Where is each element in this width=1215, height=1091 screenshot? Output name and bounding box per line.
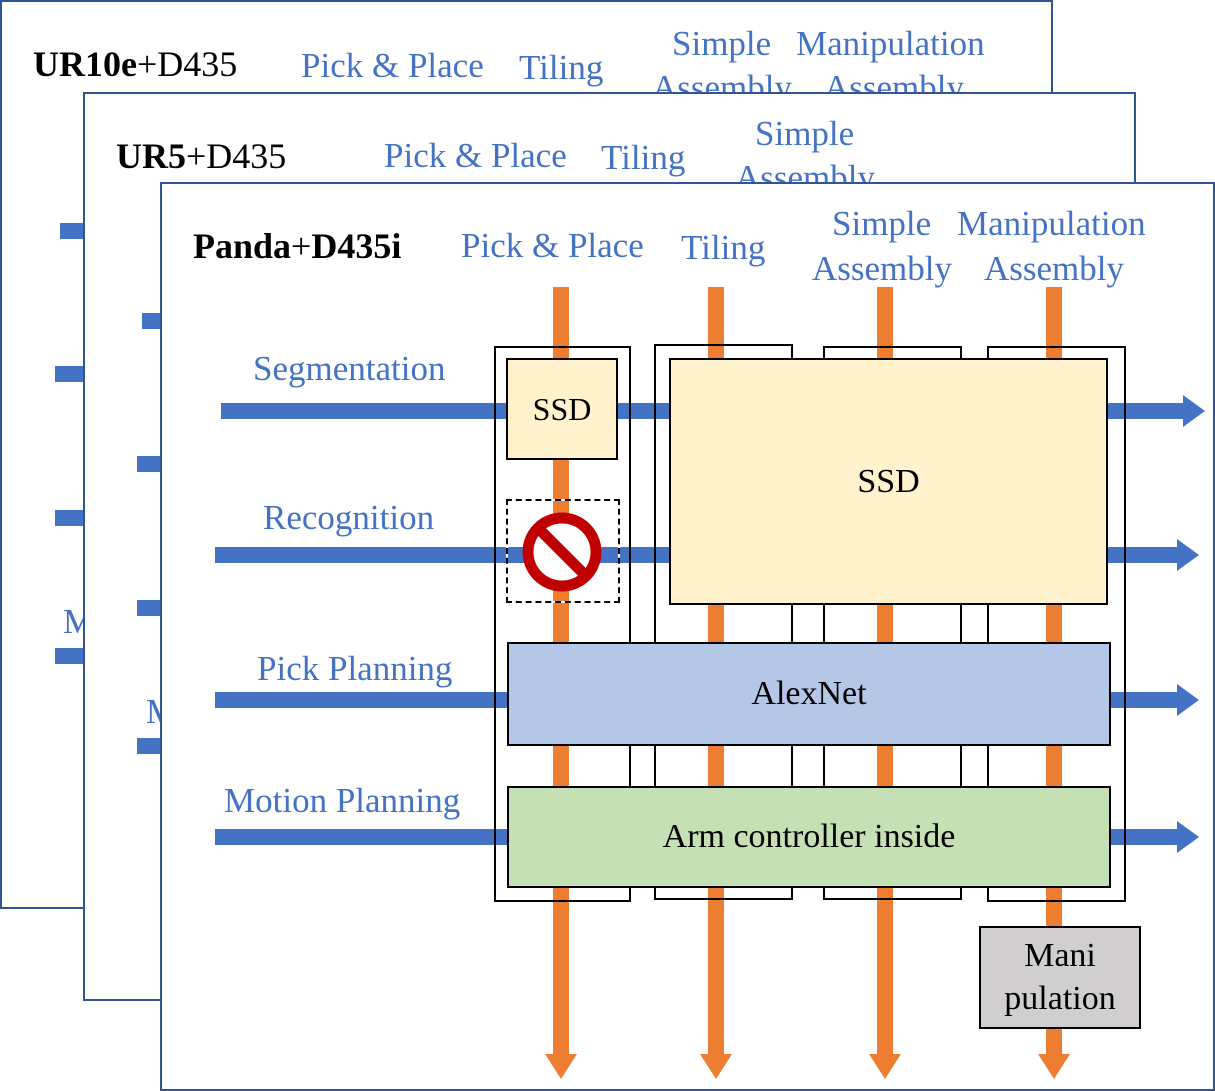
- module-alexnet: AlexNet: [507, 642, 1111, 746]
- task-pick-place: Pick & Place: [301, 46, 484, 85]
- title-plus: +: [291, 226, 312, 266]
- module-manipulation-label-line2: pulation: [1004, 979, 1116, 1017]
- arrowhead-recognition: [1177, 539, 1199, 571]
- task-simple-assembly-line2: Assembly: [812, 249, 952, 288]
- prohibit-icon: [522, 512, 602, 592]
- task-simple-assembly-line1: Simple: [832, 204, 932, 243]
- task-pick-place: Pick & Place: [461, 226, 644, 265]
- column-outline-simple-assembly: [823, 346, 962, 900]
- arrowhead-manipulation-assembly: [1038, 1054, 1070, 1079]
- layer-title-panda: Panda+D435i: [193, 228, 401, 264]
- task-simple-assembly-line1: Simple: [755, 114, 855, 153]
- column-outline-tiling: [654, 344, 793, 900]
- arrowhead-pick-planning: [1177, 684, 1199, 716]
- task-manipulation-assembly-line1: Manipulation: [957, 204, 1146, 243]
- layer-panda: Panda+D435i Pick & Place Tiling Simple A…: [160, 182, 1215, 1091]
- arrowhead-simple-assembly: [869, 1054, 901, 1079]
- module-alexnet-label: AlexNet: [751, 675, 867, 712]
- column-outline-manipulation-assembly: [987, 346, 1126, 902]
- module-ssd-small-label: SSD: [532, 390, 592, 427]
- layer-title-ur10e: UR10e+D435: [33, 46, 237, 82]
- task-simple-assembly-line1: Simple: [672, 24, 772, 63]
- camera-name: +D435: [136, 44, 238, 84]
- column-outline-pick-place: [494, 346, 631, 902]
- module-arm-controller-label: Arm controller inside: [662, 818, 956, 855]
- task-manipulation-assembly-line2: Assembly: [984, 249, 1124, 288]
- task-tiling: Tiling: [681, 228, 766, 267]
- arrowhead-motion-planning: [1177, 821, 1199, 853]
- camera-name: D435i: [311, 226, 402, 266]
- stage-label-recognition: Recognition: [263, 498, 435, 537]
- task-tiling: Tiling: [519, 48, 604, 87]
- task-manipulation-assembly-line1: Manipulation: [796, 24, 985, 63]
- module-manipulation-label-line1: Mani: [1024, 937, 1096, 974]
- module-arm-controller: Arm controller inside: [507, 786, 1111, 888]
- camera-name: +D435: [186, 136, 287, 176]
- arrowhead-pick-place: [545, 1054, 577, 1079]
- robot-name: UR10e: [33, 44, 137, 84]
- stage-label-motion-planning: Motion Planning: [224, 781, 461, 820]
- arrowhead-tiling: [700, 1054, 732, 1079]
- task-pick-place: Pick & Place: [384, 136, 567, 175]
- task-tiling: Tiling: [601, 138, 686, 177]
- stage-label-segmentation: Segmentation: [253, 349, 446, 388]
- module-ssd-small: SSD: [506, 358, 618, 460]
- module-ssd-large-label: SSD: [857, 462, 920, 500]
- module-manipulation: Mani pulation: [979, 926, 1141, 1029]
- robot-name: UR5: [116, 136, 186, 176]
- layer-title-ur5: UR5+D435: [116, 138, 286, 174]
- robot-name: Panda: [193, 226, 292, 266]
- arrowhead-segmentation: [1183, 395, 1205, 427]
- module-ssd-large: SSD: [669, 358, 1108, 605]
- arrowheads: [545, 395, 1205, 1079]
- stage-label-pick-planning: Pick Planning: [257, 649, 453, 688]
